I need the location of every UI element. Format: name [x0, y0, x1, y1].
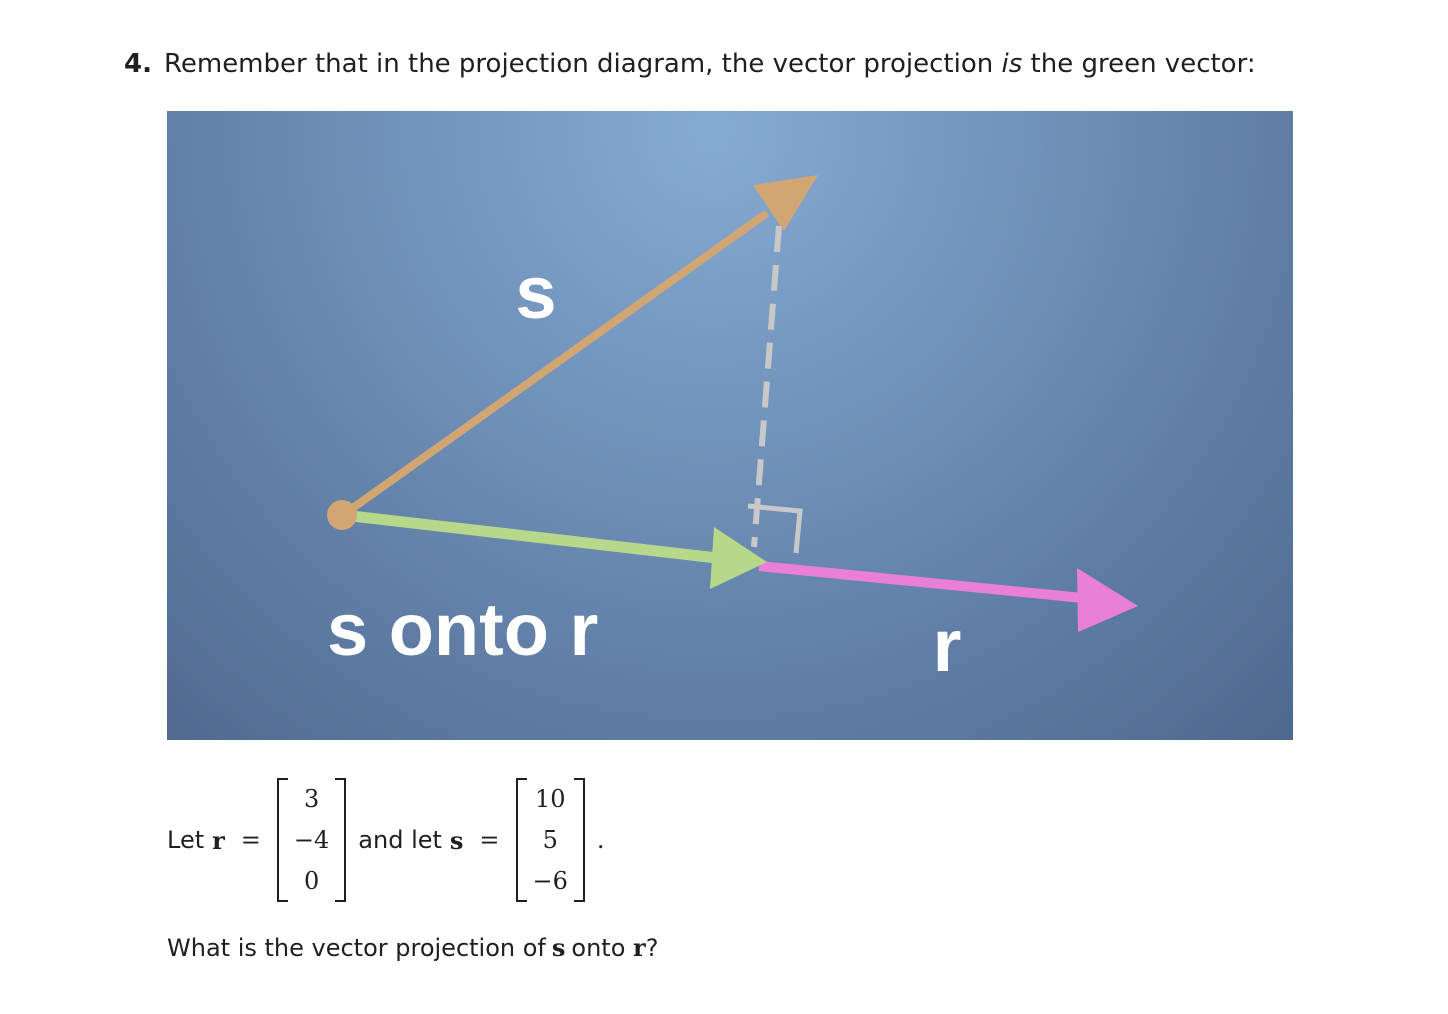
- prompt-text-before: What is the vector projection of: [167, 934, 546, 962]
- sentence-period: .: [596, 826, 605, 854]
- s-component-2: 5: [542, 825, 558, 854]
- r-component-2: −4: [293, 825, 330, 854]
- let-text: Let: [167, 826, 205, 854]
- question-text-after: the green vector:: [1030, 49, 1256, 79]
- r-component-3: 0: [303, 867, 320, 896]
- projection-diagram: s s onto r r: [167, 111, 1293, 740]
- s-component-3: −6: [532, 867, 568, 896]
- r-left-bracket: [276, 778, 288, 902]
- projection-line: [342, 509, 718, 564]
- prompt-r-symbol: r: [633, 933, 646, 962]
- r-component-1: 3: [303, 784, 320, 813]
- origin-dot: [327, 500, 357, 530]
- right-angle-marker: [747, 503, 803, 554]
- perpendicular-dashed-line: [751, 225, 782, 548]
- s-symbol: s: [449, 825, 464, 855]
- diagram-background: [167, 111, 1293, 740]
- question-text-emphasis: is: [1001, 49, 1023, 79]
- s-right-bracket: [573, 778, 585, 902]
- label-s-onto-r-text: s onto r: [327, 588, 598, 671]
- question-text-before: Remember that in the projection diagram,…: [163, 49, 994, 79]
- prompt-s-symbol: s: [551, 933, 566, 962]
- r-column-vector: 3 −4 0: [276, 778, 347, 902]
- projection-diagram-svg: s s onto r r: [167, 111, 1293, 740]
- prompt-text-middle: onto: [571, 934, 626, 962]
- r-components: 3 −4 0: [288, 778, 335, 902]
- r-symbol: r: [212, 825, 225, 855]
- equals-sign-r: =: [240, 826, 261, 854]
- s-component-1: 10: [534, 784, 566, 813]
- vector-s-line: [340, 209, 770, 519]
- question-header: 4. Remember that in the projection diagra…: [124, 44, 1256, 84]
- question-number: 4.: [124, 49, 152, 79]
- prompt-text-after: ?: [645, 934, 659, 962]
- r-right-bracket: [335, 778, 347, 902]
- label-s: s: [515, 251, 556, 334]
- vector-r-arrowhead: [1077, 568, 1138, 632]
- s-left-bracket: [515, 778, 527, 902]
- vector-r-line: [758, 561, 1084, 603]
- s-column-vector: 10 5 −6: [515, 778, 585, 902]
- label-s-onto-r: s onto r: [327, 588, 598, 671]
- equals-sign-s: =: [479, 826, 500, 854]
- and-let-text: and let: [358, 826, 442, 854]
- given-vectors-line: Let r = 3 −4 0 and let s = 10 5 −6 .: [167, 778, 605, 902]
- s-components: 10 5 −6: [527, 778, 574, 902]
- vector-s-arrowhead: [753, 175, 818, 231]
- label-r: r: [933, 604, 962, 687]
- projection-arrowhead: [710, 527, 767, 589]
